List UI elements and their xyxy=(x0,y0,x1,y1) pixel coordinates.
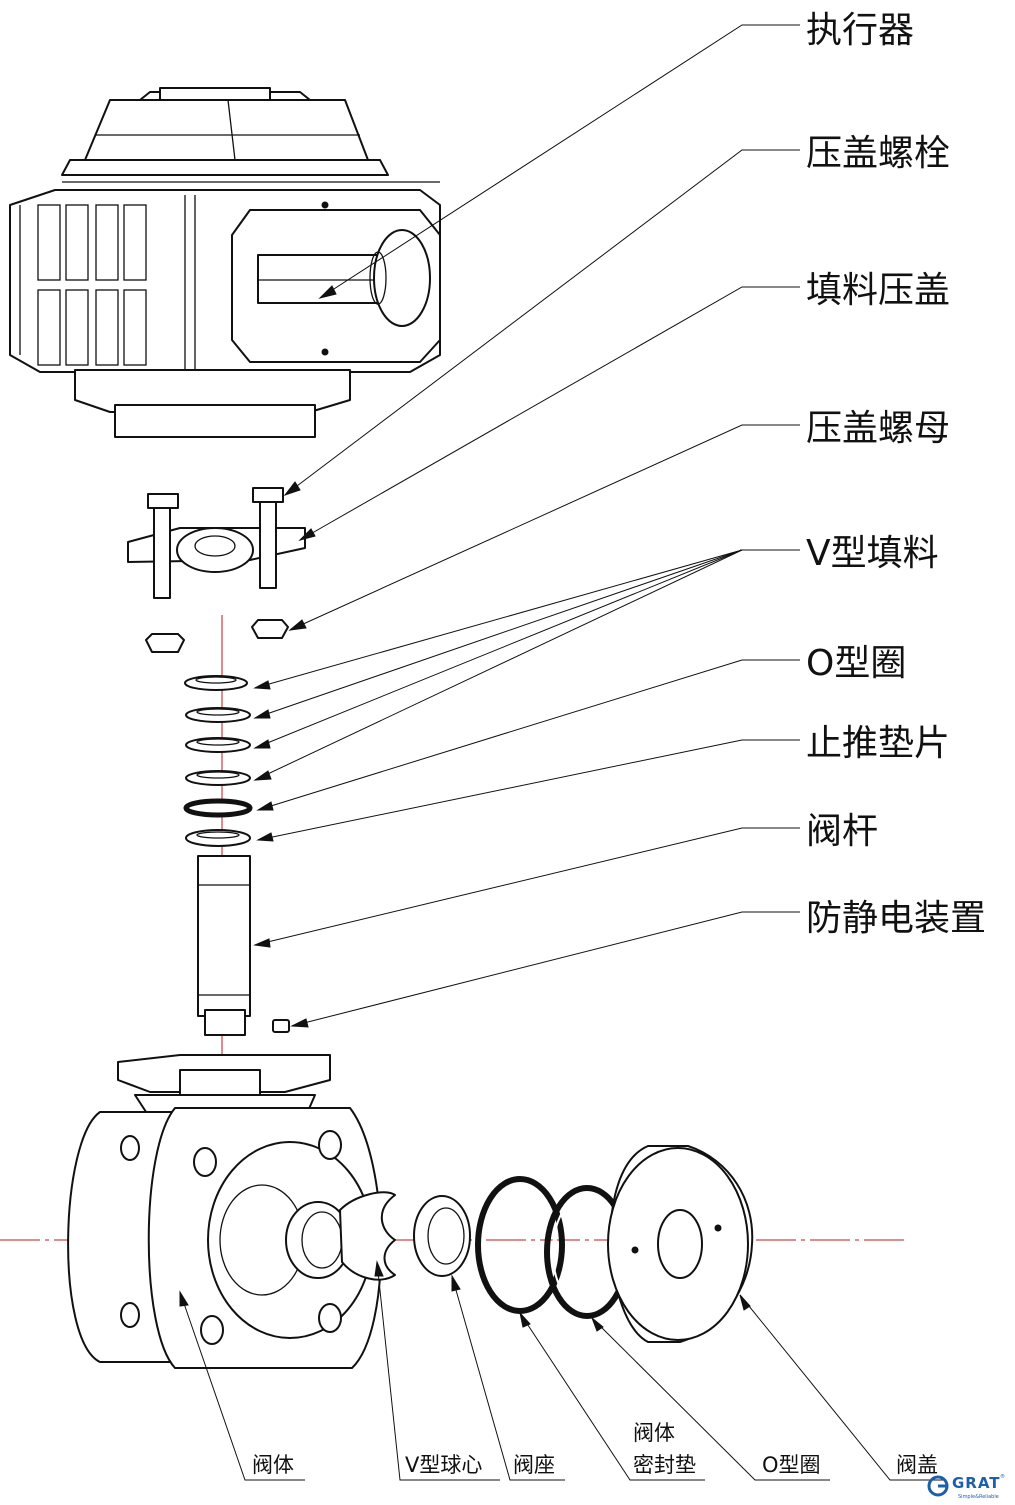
label-cover: 阀盖 xyxy=(896,1453,938,1477)
stem-drawing xyxy=(197,855,290,1036)
right-leaders xyxy=(253,24,800,1028)
label-v-ball: V型球心 xyxy=(405,1453,482,1477)
gland-assembly-drawing xyxy=(127,487,306,653)
bottom-leaders xyxy=(179,1260,945,1481)
label-stem: 阀杆 xyxy=(806,811,878,852)
label-seat: 阀座 xyxy=(513,1453,555,1477)
label-v-packing: V型填料 xyxy=(806,533,939,574)
brand-tagline: Simple&Reliable xyxy=(958,1494,999,1500)
right-labels: 执行器 压盖螺栓 填料压盖 压盖螺母 V型填料 O型圈 止推垫片 阀杆 防静电装… xyxy=(806,10,986,939)
label-antistatic-device: 防静电装置 xyxy=(806,898,986,939)
label-gland-nut: 压盖螺母 xyxy=(806,408,950,449)
label-packing-gland: 填料压盖 xyxy=(806,270,950,311)
label-body-gasket-line1: 阀体 xyxy=(633,1421,675,1445)
label-o-ring: O型圈 xyxy=(806,643,906,684)
brand-registered: ® xyxy=(1000,1473,1005,1480)
packing-stack-drawing xyxy=(183,675,253,847)
brand-logo: GRAT ® Simple&Reliable xyxy=(927,1473,1005,1500)
brand-name: GRAT xyxy=(952,1474,1001,1492)
label-gland-bolt: 压盖螺栓 xyxy=(806,133,950,174)
label-thrust-washer: 止推垫片 xyxy=(806,723,950,764)
actuator-drawing xyxy=(9,87,441,438)
label-actuator: 执行器 xyxy=(806,10,914,51)
label-bottom-o-ring: O型圈 xyxy=(762,1453,821,1477)
label-body-gasket-line2: 密封垫 xyxy=(633,1453,696,1477)
valve-body-drawing xyxy=(67,1054,396,1369)
seat-cover-drawing xyxy=(413,1145,754,1343)
bottom-labels: 阀体 V型球心 阀座 阀体 密封垫 O型圈 阀盖 xyxy=(252,1421,938,1477)
label-body: 阀体 xyxy=(252,1453,294,1477)
